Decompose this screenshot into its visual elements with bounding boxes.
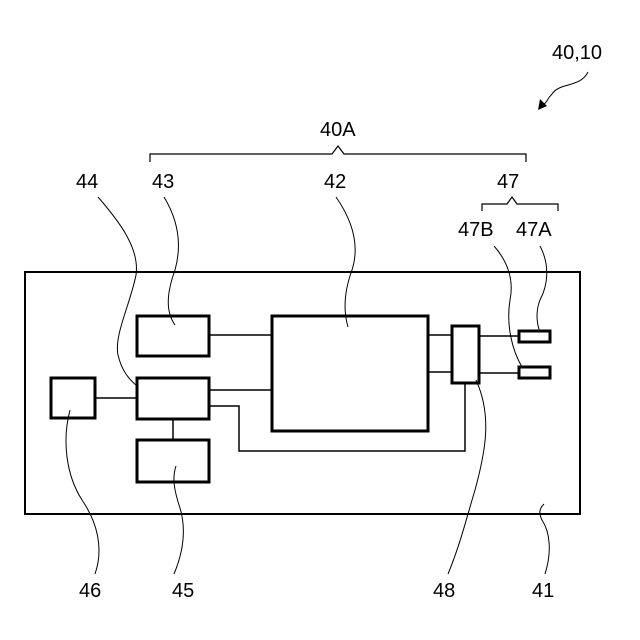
- block-48: [452, 326, 479, 383]
- reference-arrow-head: [538, 99, 547, 110]
- label-47B: 47B: [458, 219, 494, 241]
- label-40A: 40A: [320, 119, 356, 141]
- reference-arrow: [542, 72, 588, 106]
- terminal-47B: [519, 367, 550, 378]
- terminal-47A: [519, 331, 550, 342]
- block-45: [137, 440, 209, 482]
- label-41: 41: [532, 580, 554, 602]
- label-44: 44: [76, 171, 98, 193]
- block-46: [51, 378, 95, 418]
- label-43: 43: [152, 171, 174, 193]
- block-42: [272, 316, 428, 431]
- label-42: 42: [324, 171, 346, 193]
- label-47: 47: [497, 171, 519, 193]
- block-44: [137, 378, 209, 419]
- label-46: 46: [79, 580, 101, 602]
- brace-40A: [150, 146, 526, 162]
- label-45: 45: [172, 580, 194, 602]
- label-47A: 47A: [516, 219, 552, 241]
- label-48: 48: [433, 580, 455, 602]
- label-40-10: 40,10: [552, 42, 602, 64]
- brace-47: [482, 197, 558, 211]
